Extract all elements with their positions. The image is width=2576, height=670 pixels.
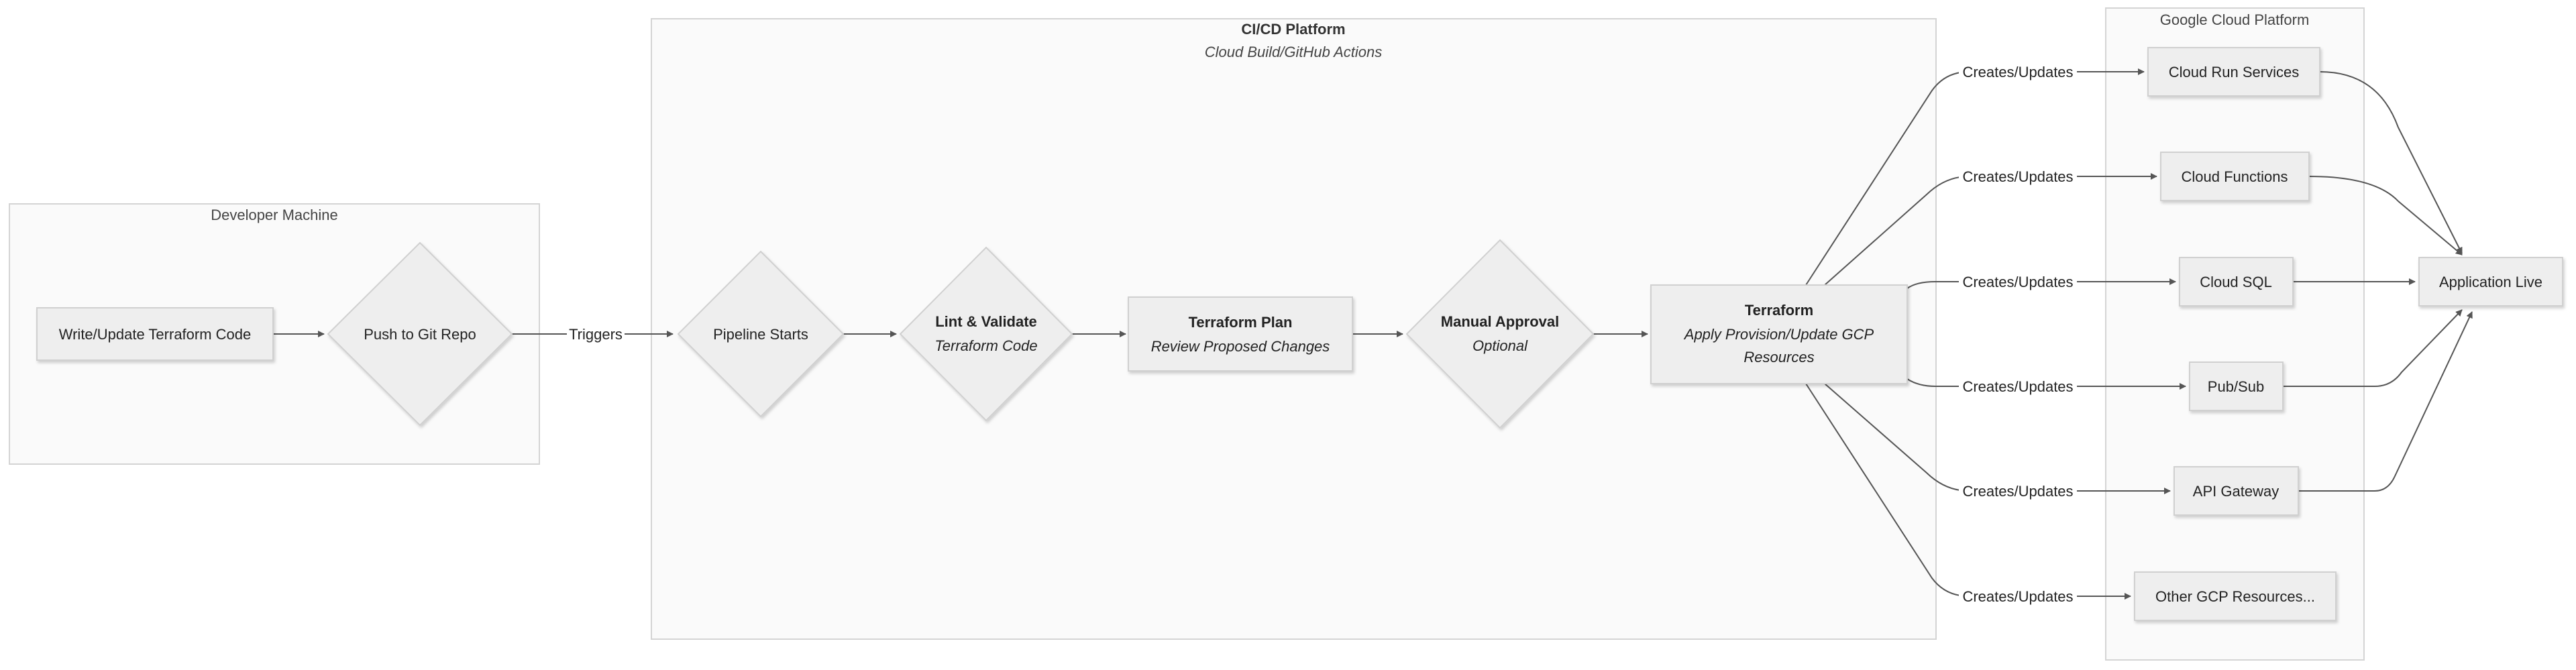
- edge-api-gateway-to-app-live: [2298, 311, 2473, 492]
- edge-pubsub-to-app-live: [2283, 309, 2463, 387]
- node-cloud-sql: Cloud SQL: [2179, 257, 2294, 306]
- node-lint-validate: Lint & Validate Terraform Code: [899, 246, 1073, 422]
- node-api-gateway: API Gateway: [2174, 466, 2299, 516]
- node-pipeline-starts: Pipeline Starts: [677, 250, 845, 418]
- node-lint-validate-subtitle: Terraform Code: [934, 337, 1037, 354]
- node-pubsub: Pub/Sub: [2189, 361, 2284, 411]
- edge-label-triggers: Triggers: [569, 326, 623, 343]
- edge-label-creates-updates-cloud-sql: Creates/Updates: [1962, 274, 2073, 290]
- edge-label-creates-updates-other: Creates/Updates: [1962, 588, 2073, 605]
- edge-label-creates-updates-api-gateway: Creates/Updates: [1962, 483, 2073, 500]
- node-application-live-label: Application Live: [2439, 274, 2542, 290]
- node-push-to-git-repo-label: Push to Git Repo: [364, 326, 476, 343]
- node-terraform-plan: Terraform Plan Review Proposed Changes: [1128, 296, 1353, 372]
- node-terraform-apply: Terraform Apply Provision/Update GCP Res…: [1650, 284, 1908, 384]
- edge-terraform-to-pubsub: [1907, 378, 2186, 390]
- node-lint-validate-title: Lint & Validate: [935, 313, 1037, 330]
- cluster-google-cloud-platform: Google Cloud Platform: [2105, 7, 2365, 661]
- node-cloud-functions-label: Cloud Functions: [2182, 168, 2288, 185]
- node-cloud-functions: Cloud Functions: [2160, 152, 2310, 201]
- node-api-gateway-label: API Gateway: [2193, 483, 2279, 500]
- cluster-google-cloud-platform-title: Google Cloud Platform: [2160, 11, 2310, 28]
- node-other-gcp-resources-label: Other GCP Resources...: [2155, 588, 2315, 605]
- edge-cloud-run-to-app-live: [2319, 71, 2463, 254]
- node-terraform-apply-subtitle-line2: Resources: [1743, 349, 1814, 366]
- node-pubsub-label: Pub/Sub: [2208, 378, 2264, 395]
- node-terraform-plan-title: Terraform Plan: [1189, 314, 1293, 331]
- node-write-update-terraform-code: Write/Update Terraform Code: [36, 307, 274, 361]
- node-application-live: Application Live: [2418, 257, 2563, 306]
- node-cloud-sql-label: Cloud SQL: [2200, 274, 2272, 290]
- node-pipeline-starts-label: Pipeline Starts: [713, 326, 808, 343]
- edge-label-creates-updates-cloud-run: Creates/Updates: [1962, 64, 2073, 80]
- node-terraform-plan-subtitle: Review Proposed Changes: [1151, 338, 1330, 355]
- edge-labels: Triggers Creates/Updates Creates/Updates…: [567, 63, 2077, 605]
- node-manual-approval-subtitle: Optional: [1472, 337, 1528, 354]
- edge-label-creates-updates-pubsub: Creates/Updates: [1962, 378, 2073, 395]
- node-cloud-run-services-label: Cloud Run Services: [2169, 64, 2299, 80]
- node-push-to-git-repo: Push to Git Repo: [327, 241, 513, 427]
- node-terraform-apply-title: Terraform: [1745, 302, 1813, 319]
- node-manual-approval: Manual Approval Optional: [1405, 239, 1595, 429]
- node-manual-approval-title: Manual Approval: [1441, 313, 1559, 330]
- edge-label-creates-updates-cloud-functions: Creates/Updates: [1962, 168, 2073, 185]
- node-terraform-apply-subtitle-line1: Apply Provision/Update GCP: [1683, 326, 1874, 343]
- cluster-developer-machine-title: Developer Machine: [211, 207, 338, 223]
- node-write-update-terraform-code-label: Write/Update Terraform Code: [59, 326, 252, 343]
- node-cloud-run-services: Cloud Run Services: [2147, 47, 2320, 97]
- cluster-cicd-platform-subtitle: Cloud Build/GitHub Actions: [1205, 44, 1383, 60]
- cluster-cicd-platform-title: CI/CD Platform: [1241, 21, 1345, 38]
- edge-cloud-functions-to-app-live: [2308, 176, 2463, 256]
- edge-terraform-to-cloud-sql: [1907, 278, 2176, 289]
- node-other-gcp-resources: Other GCP Resources...: [2134, 571, 2337, 621]
